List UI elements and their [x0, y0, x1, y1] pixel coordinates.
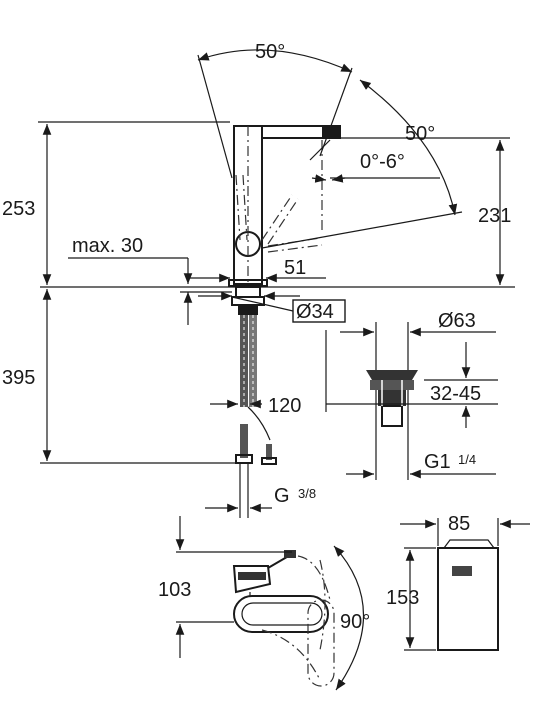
- angle-side-dim: 50°: [261, 79, 463, 249]
- hose-offset-label: 120: [268, 395, 301, 417]
- waste-range-label: 32-45: [430, 383, 481, 405]
- angle-top-dim: 50°: [197, 41, 353, 179]
- thread-main-label: G: [274, 485, 290, 507]
- waste-range-dim: 32-45: [326, 342, 498, 428]
- waste-thread-dim: G1 1/4: [346, 451, 496, 479]
- tilt-dim: 0°-6°: [309, 139, 440, 183]
- waste-thread-frac: 1/4: [458, 452, 476, 467]
- angle-side-label: 50°: [405, 123, 435, 145]
- thread-main-frac: 3/8: [298, 486, 316, 501]
- below-counter-label: 395: [2, 367, 35, 389]
- tilt-label: 0°-6°: [360, 151, 405, 173]
- lever-angle-dim: 90°: [333, 545, 370, 691]
- hose-offset-dim: 120: [210, 330, 327, 417]
- waste-diameter-dim: Ø63: [340, 310, 496, 337]
- diameter-base-label: Ø34: [296, 301, 334, 323]
- box-height-label: 153: [386, 587, 419, 609]
- reach-label: 51: [284, 257, 306, 279]
- height-left-label: 253: [2, 198, 35, 220]
- box-height-dim: 153: [386, 547, 436, 651]
- lever-angle-label: 90°: [340, 611, 370, 633]
- angle-top-label: 50°: [255, 41, 285, 63]
- max-label: max. 30: [72, 235, 143, 257]
- waste-thread-label: G1: [424, 451, 451, 473]
- below-counter-dim: 395: [2, 289, 240, 464]
- box-width-label: 85: [448, 513, 470, 535]
- height-right-label: 231: [478, 205, 511, 227]
- thread-main-dim: G 3/8: [205, 485, 316, 513]
- waste-diameter-label: Ø63: [438, 310, 476, 332]
- hoses: [235, 406, 277, 518]
- reach-dim: 51: [190, 257, 326, 283]
- box-width-dim: 85: [400, 513, 530, 546]
- box: [437, 539, 499, 651]
- lever-height-label: 103: [158, 579, 191, 601]
- shank: Ø34: [198, 286, 346, 407]
- height-left-dim: 253: [2, 121, 230, 285]
- waste-fitting: [366, 322, 418, 480]
- max-dim: max. 30: [68, 235, 232, 325]
- lever-top-view: [232, 550, 335, 687]
- height-right-dim: 231: [340, 137, 511, 285]
- lever-height-dim: 103: [158, 516, 292, 658]
